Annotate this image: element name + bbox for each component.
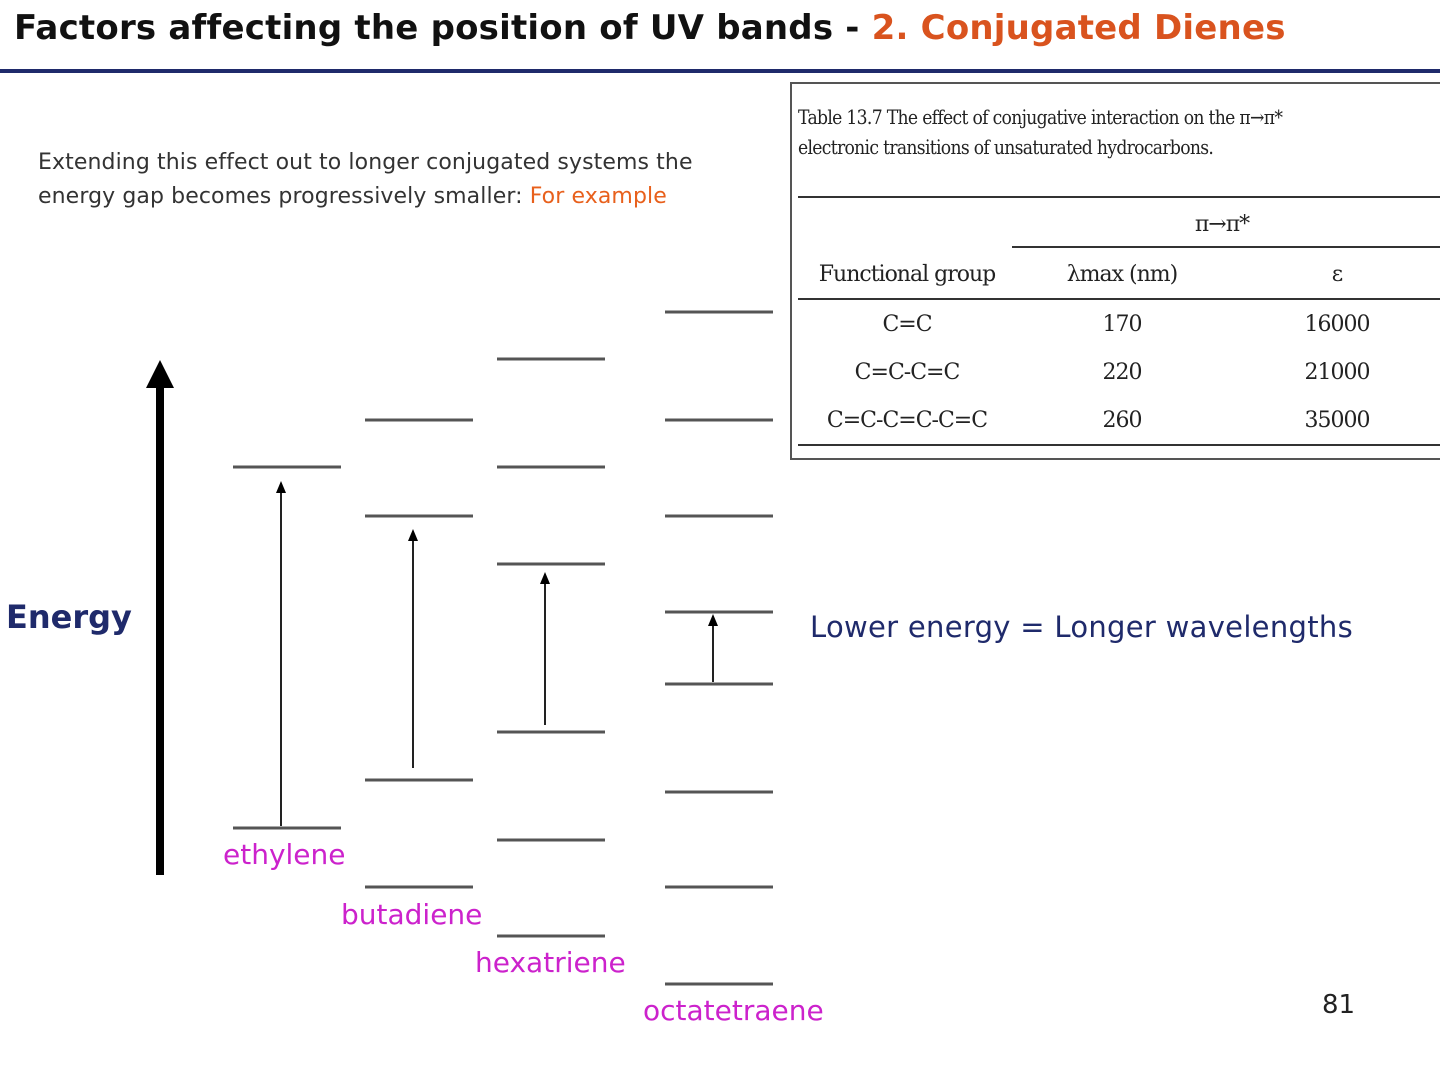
table-cell-epsilon: 21000	[1304, 360, 1371, 385]
table-bottom-rule	[798, 444, 1440, 446]
title-prefix: Factors affecting the position of UV ban…	[14, 8, 872, 48]
butadiene-levels	[365, 418, 473, 889]
table-cell-epsilon: 35000	[1304, 408, 1371, 433]
conjugation-table: Table 13.7 The effect of conjugative int…	[790, 82, 1440, 460]
butadiene-transition-arrow	[408, 529, 418, 768]
hexatriene-levels	[497, 357, 605, 938]
molecule-label-hexatriene: hexatriene	[475, 946, 626, 979]
molecule-label-butadiene: butadiene	[341, 898, 483, 931]
octatetraene-transition-arrow	[708, 614, 718, 682]
intro-paragraph: Extending this effect out to longer conj…	[38, 146, 758, 214]
energy-wavelength-note: Lower energy = Longer wavelengths	[810, 610, 1353, 644]
table-header-functional-group: Functional group	[818, 262, 996, 287]
table-header-rule	[798, 298, 1440, 300]
table-group-header: π→π*	[1194, 212, 1250, 237]
intro-highlight: For example	[529, 184, 667, 209]
table-cell-lambda: 260	[1102, 408, 1143, 433]
table-cell-lambda: 170	[1102, 312, 1143, 337]
table-header-lambda-max: λmax (nm)	[1066, 262, 1179, 287]
title-rule	[0, 69, 1440, 73]
octatetraene-levels	[665, 310, 773, 986]
ethylene-transition-arrow	[276, 481, 286, 826]
table-cell-lambda: 220	[1102, 360, 1143, 385]
molecule-label-octatetraene: octatetraene	[643, 994, 824, 1027]
table-header-epsilon: ε	[1331, 262, 1343, 287]
table-cell-group: C=C	[882, 312, 932, 337]
table-caption: Table 13.7 The effect of conjugative int…	[798, 105, 1283, 159]
energy-axis-arrow	[146, 360, 174, 875]
table-cell-epsilon: 16000	[1304, 312, 1371, 337]
page-number: 81	[1322, 990, 1356, 1020]
hexatriene-transition-arrow	[540, 572, 550, 725]
title-highlight: 2. Conjugated Dienes	[871, 8, 1286, 48]
molecule-label-ethylene: ethylene	[223, 838, 346, 871]
table-group-rule	[1012, 246, 1440, 248]
ethylene-levels	[233, 465, 341, 830]
intro-text: Extending this effect out to longer conj…	[38, 150, 693, 209]
table-cell-group: C=C-C=C	[854, 360, 961, 385]
table-top-rule	[798, 196, 1440, 198]
table-cell-group: C=C-C=C-C=C	[826, 408, 988, 433]
slide-title: Factors affecting the position of UV ban…	[14, 8, 1286, 48]
energy-axis-label: Energy	[6, 598, 132, 636]
